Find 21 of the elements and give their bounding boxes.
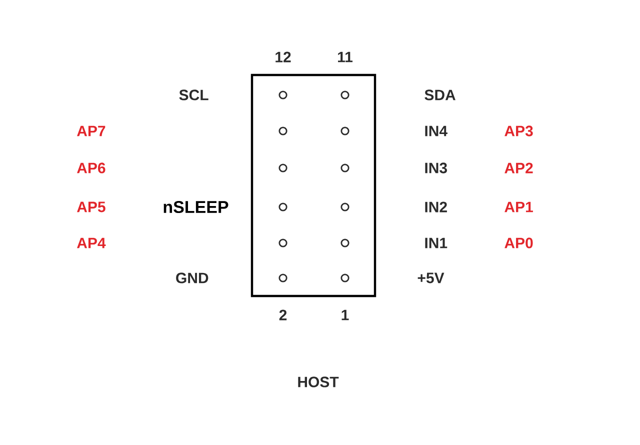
pin-label: nSLEEP bbox=[164, 200, 228, 214]
pin-label: IN4 bbox=[425, 126, 448, 136]
pin-label: IN1 bbox=[425, 238, 448, 248]
pin-label: GND bbox=[176, 272, 208, 284]
pin-label: AP5 bbox=[77, 202, 106, 212]
pin-label: AP4 bbox=[77, 238, 106, 248]
pin-label: AP2 bbox=[504, 162, 533, 174]
pin-label: HOST bbox=[298, 376, 339, 388]
pin-label: IN2 bbox=[425, 202, 447, 212]
pin-label: 1 bbox=[342, 310, 349, 320]
pin-label: +5V bbox=[418, 272, 444, 284]
pin-label: SCL bbox=[179, 90, 208, 100]
pin-label: AP0 bbox=[504, 238, 533, 248]
pin-header-drawing bbox=[250, 74, 376, 298]
pin-label: AP1 bbox=[504, 202, 533, 212]
pin-label: AP3 bbox=[504, 126, 533, 136]
pin-label: 2 bbox=[279, 310, 287, 320]
pin-label: SDA bbox=[424, 90, 456, 100]
pin-label: AP6 bbox=[77, 162, 106, 174]
pin-label: AP7 bbox=[77, 126, 106, 136]
pin-label: IN3 bbox=[425, 162, 447, 174]
